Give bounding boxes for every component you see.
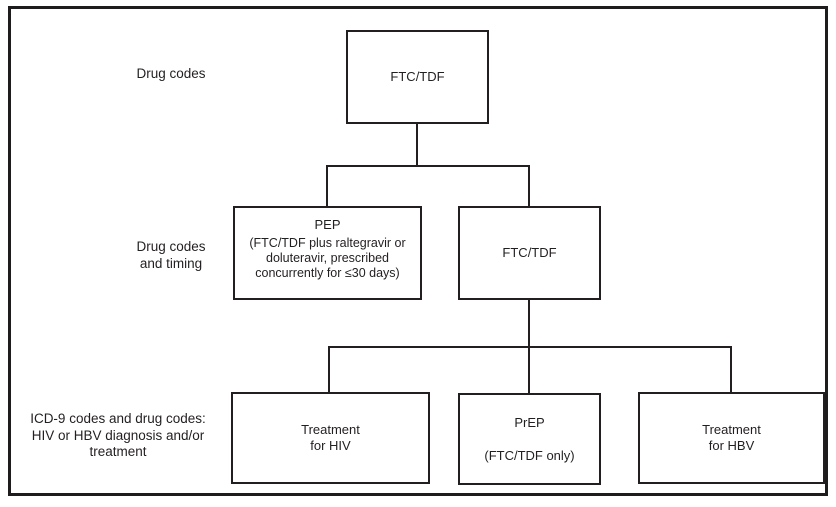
connector-drop-hbv: [730, 346, 732, 392]
connector-drop-pep: [326, 165, 328, 206]
node-treatment-hbv: Treatment for HBV: [638, 392, 825, 484]
row-label-icd9-codes: ICD-9 codes and drug codes: HIV or HBV d…: [30, 411, 206, 459]
connector-root-stem: [416, 124, 418, 167]
figure-border: Drug codes Drug codes and timing ICD-9 c…: [8, 6, 828, 496]
connector-level2-bar: [326, 165, 530, 167]
node-treatment-hiv: Treatment for HIV: [231, 392, 430, 484]
node-pep-label: PEP: [314, 217, 341, 232]
node-pep-detail: (FTC/TDF plus raltegravir or doluteravir…: [249, 236, 406, 280]
node-prep: PrEP (FTC/TDF only): [458, 393, 601, 485]
row-label-drug-codes-and-timing: Drug codes and timing: [136, 239, 206, 271]
node-treatment-hiv-label: Treatment for HIV: [301, 422, 360, 453]
node-prep-detail: (FTC/TDF only): [484, 447, 575, 463]
connector-level3-bar: [328, 346, 732, 348]
node-ftc-tdf-mid: FTC/TDF: [458, 206, 601, 300]
node-ftc-tdf-mid-label: FTC/TDF: [502, 245, 557, 260]
connector-drop-hiv: [328, 346, 330, 392]
node-prep-label: PrEP: [514, 414, 545, 430]
node-pep: PEP (FTC/TDF plus raltegravir or doluter…: [233, 206, 422, 300]
row-label-drug-codes: Drug codes: [136, 66, 206, 81]
connector-drop-mid-ftctdf: [528, 165, 530, 206]
node-treatment-hbv-label: Treatment for HBV: [702, 422, 761, 453]
node-ftc-tdf-root-label: FTC/TDF: [390, 69, 445, 84]
node-ftc-tdf-root: FTC/TDF: [346, 30, 489, 124]
